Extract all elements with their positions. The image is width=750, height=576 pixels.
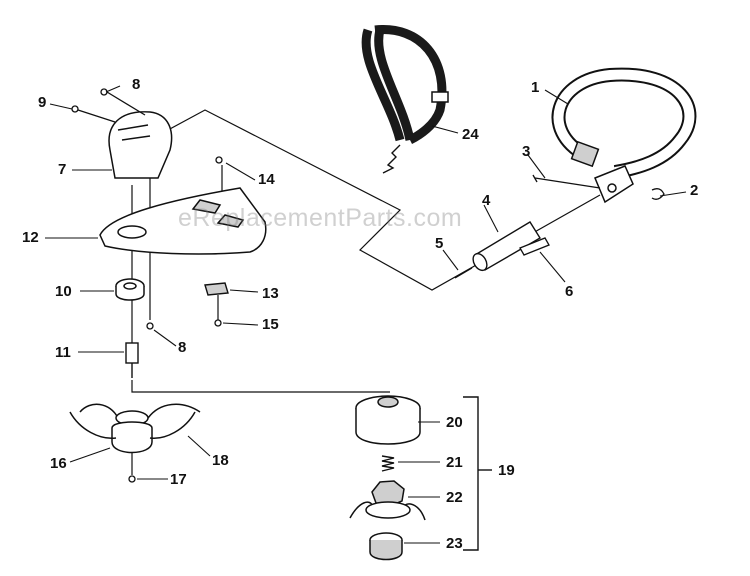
watermark: eReplacementParts.com <box>178 204 463 232</box>
handle-bolt <box>532 174 601 189</box>
callout-4: 4 <box>482 192 491 209</box>
callout-8-top: 8 <box>132 76 141 93</box>
callout-5: 5 <box>435 235 444 252</box>
bearing <box>115 278 145 301</box>
trimmer-head <box>69 403 201 454</box>
spool-cover <box>355 395 421 445</box>
screw <box>71 88 146 123</box>
callout-2: 2 <box>690 182 699 199</box>
callout-16: 16 <box>50 455 67 472</box>
handle-nut <box>651 188 665 200</box>
leader-lines <box>45 85 687 544</box>
callout-12: 12 <box>22 229 39 246</box>
connector-line <box>167 109 601 291</box>
callout-3: 3 <box>522 143 531 160</box>
callout-19: 19 <box>498 462 515 479</box>
screw <box>128 475 136 483</box>
callout-24: 24 <box>462 126 479 143</box>
callout-13: 13 <box>262 285 279 302</box>
clip <box>204 282 229 296</box>
screw <box>146 156 223 330</box>
callout-11: 11 <box>55 344 71 361</box>
callout-8-bottom: 8 <box>178 339 187 356</box>
guard-plate <box>99 187 267 255</box>
upper-housing <box>108 111 173 179</box>
callout-23: 23 <box>446 535 463 552</box>
bump-knob <box>369 532 403 561</box>
callout-9: 9 <box>38 94 47 111</box>
spool-assembly-bracket <box>463 396 492 551</box>
callout-1: 1 <box>531 79 540 96</box>
connector-line <box>131 380 390 393</box>
callout-10: 10 <box>55 283 72 300</box>
drive-tube <box>472 221 541 272</box>
spool <box>349 480 426 521</box>
callout-15: 15 <box>262 316 279 333</box>
callout-6: 6 <box>565 283 574 300</box>
shoulder-strap <box>361 25 449 174</box>
callout-22: 22 <box>446 489 463 506</box>
callout-20: 20 <box>446 414 463 431</box>
pin <box>454 267 473 279</box>
loop-handle <box>551 67 697 204</box>
adapter <box>125 342 139 378</box>
callout-21: 21 <box>446 454 463 471</box>
callout-18: 18 <box>212 452 229 469</box>
callout-14: 14 <box>258 171 275 188</box>
spring <box>381 455 395 472</box>
callout-7: 7 <box>58 161 67 178</box>
warning-label <box>519 237 550 256</box>
callout-17: 17 <box>170 471 187 488</box>
